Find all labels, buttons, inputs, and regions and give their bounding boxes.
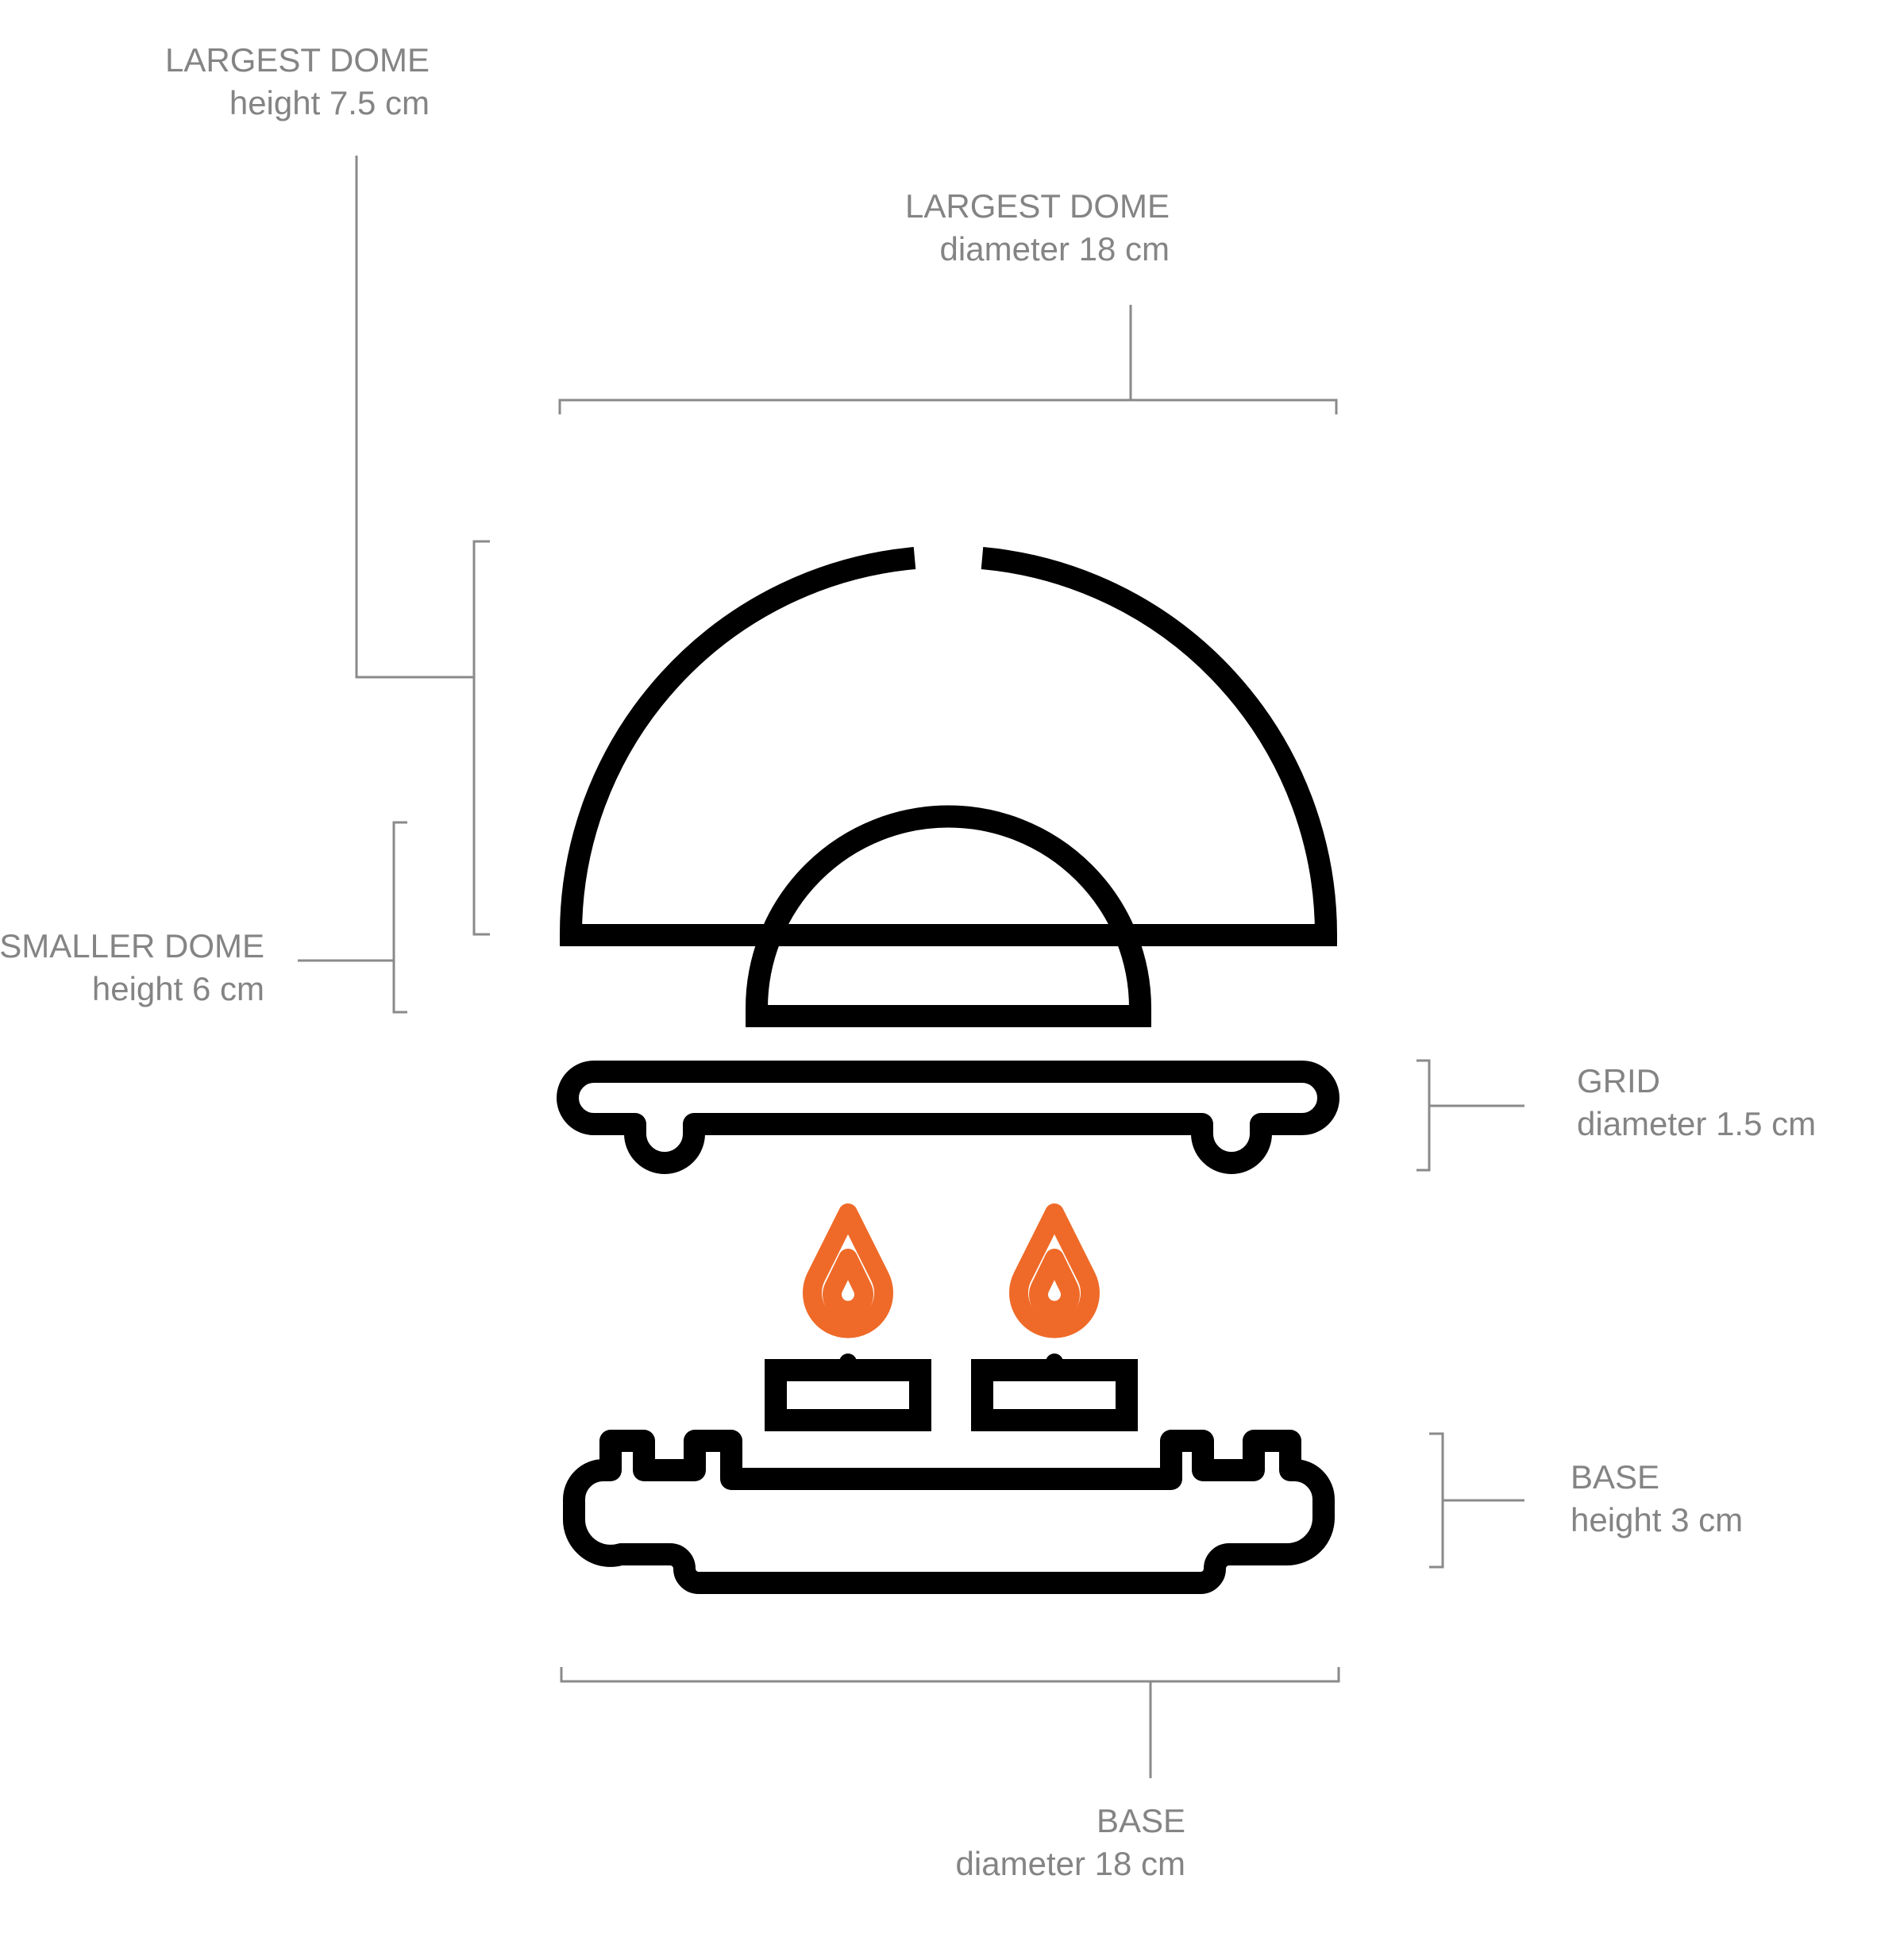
grid-bracket	[1416, 1059, 1431, 1172]
base-height-bracket	[1429, 1432, 1444, 1569]
base	[562, 1430, 1335, 1594]
label-base-diameter: BASE diameter 18 cm	[956, 1802, 1185, 1882]
largest-dome	[559, 547, 1338, 946]
flame-left-icon	[803, 1203, 893, 1338]
grid-diameter-title: GRID	[1577, 1062, 1660, 1099]
largest-dome-height-leader	[355, 156, 474, 679]
largest-dome-diameter-title: LARGEST DOME	[905, 187, 1170, 225]
base-diameter-value: diameter 18 cm	[956, 1845, 1185, 1882]
flame-right-inner-icon	[1029, 1249, 1080, 1320]
label-largest-dome-height: LARGEST DOME height 7.5 cm	[165, 41, 430, 121]
smaller-dome-height-value: height 6 cm	[92, 970, 264, 1007]
label-base-height: BASE height 3 cm	[1571, 1458, 1743, 1538]
label-grid-diameter: GRID diameter 1.5 cm	[1577, 1062, 1816, 1142]
dimension-lines	[298, 156, 1524, 1778]
flame-left-inner-icon	[823, 1249, 873, 1320]
base-height-value: height 3 cm	[1571, 1501, 1743, 1538]
product-illustration	[557, 547, 1339, 1594]
label-smaller-dome-height: SMALLER DOME height 6 cm	[0, 927, 264, 1007]
smaller-dome	[746, 805, 1151, 1027]
label-largest-dome-diameter: LARGEST DOME diameter 18 cm	[905, 187, 1170, 268]
smaller-dome-height-bracket	[392, 821, 407, 1014]
flame-right-icon	[1009, 1203, 1100, 1338]
smaller-dome-height-title: SMALLER DOME	[0, 927, 264, 965]
tealight-right	[971, 1203, 1138, 1431]
largest-dome-diameter-bracket	[558, 399, 1338, 414]
grid-diameter-value: diameter 1.5 cm	[1577, 1105, 1816, 1142]
grid	[557, 1061, 1339, 1174]
largest-dome-diameter-value: diameter 18 cm	[940, 230, 1170, 268]
largest-dome-height-value: height 7.5 cm	[229, 84, 430, 121]
base-diameter-bracket	[560, 1667, 1340, 1683]
tealight-left	[765, 1203, 931, 1431]
base-diameter-title: BASE	[1097, 1802, 1185, 1839]
base-height-title: BASE	[1571, 1458, 1659, 1496]
largest-dome-height-bracket	[472, 540, 490, 936]
largest-dome-height-title: LARGEST DOME	[165, 41, 430, 79]
